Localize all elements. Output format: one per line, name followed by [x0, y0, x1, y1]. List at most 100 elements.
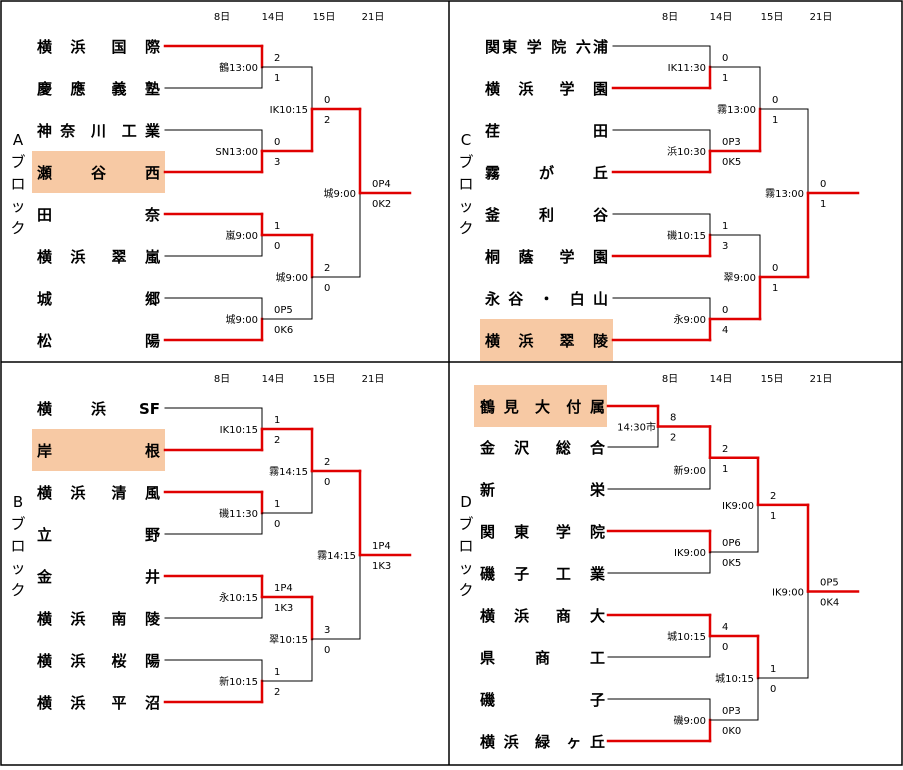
team-name-char: 院: [590, 523, 605, 541]
team-name-char: 国: [111, 38, 126, 56]
round-header: 8日: [214, 12, 230, 23]
block-label-char: ッ: [458, 559, 473, 577]
team-name-char: 県: [480, 649, 495, 667]
score-top: 1: [274, 499, 280, 510]
team-name-char: 横: [37, 248, 53, 266]
team-name-char: 浜: [70, 694, 85, 712]
match-venue: 磯10:15: [667, 229, 706, 242]
score-top: 2: [324, 263, 330, 274]
score-top: 0: [722, 53, 728, 64]
match-venue: 新10:15: [219, 675, 258, 688]
score-top: 0P4: [372, 179, 391, 190]
score-top: 8: [670, 413, 676, 424]
team-name-char: 陽: [145, 332, 160, 350]
team-name-char: 霧: [485, 164, 501, 182]
team-name-char: 属: [590, 398, 605, 416]
team-name-char: 利: [539, 206, 554, 224]
team-name-char: 工: [556, 565, 571, 583]
team-name-char: が: [539, 164, 555, 182]
match-venue: 霧14:15: [317, 550, 356, 562]
match-venue: IK9:00: [722, 501, 754, 512]
score-top: 0: [772, 95, 778, 106]
score-bottom: 0: [324, 477, 330, 488]
score-bottom: 2: [274, 687, 280, 698]
block-label-char: ッ: [458, 197, 473, 215]
block-label-char: ク: [458, 581, 473, 599]
bracket-lines-0: 横浜国際慶應義塾神奈川工業瀬谷西田奈横浜翠嵐城郷松陽鶴13:0021SN13:0…: [32, 38, 412, 350]
round-header: 15日: [313, 374, 336, 385]
round-header: 15日: [313, 12, 336, 23]
match-venue: 霧14:15: [269, 466, 308, 478]
score-top: 2: [722, 444, 728, 455]
team-name-char: 川: [90, 122, 106, 140]
score-bottom: 1: [772, 115, 778, 126]
match-venue: IK10:15: [220, 425, 258, 436]
team-name-char: 業: [144, 122, 161, 140]
team-name-char: 沢: [514, 439, 530, 457]
team-name-char: 横: [485, 80, 501, 98]
match-venue: 翠9:00: [724, 272, 756, 284]
team-name-char: 関: [480, 523, 495, 541]
team-name-char: 翠: [111, 248, 126, 266]
team-name-char: 東: [514, 523, 529, 541]
score-bottom: 3: [274, 157, 280, 168]
team-name-char: 井: [145, 568, 160, 586]
round-header: 14日: [262, 374, 285, 385]
team-name-char: 義: [111, 80, 126, 98]
round-header: 14日: [262, 12, 285, 23]
team-name-char: 浜: [70, 610, 85, 628]
team-name-char: 翠: [559, 332, 574, 350]
team-name-char: 陽: [145, 652, 160, 670]
team-name-char: 学: [559, 80, 574, 98]
team-name-char: 横: [480, 733, 496, 751]
round-header: 8日: [214, 374, 230, 385]
block-label-char: ロ: [458, 537, 473, 555]
team-name-char: 陵: [145, 610, 161, 628]
team-name-char: 横: [37, 38, 53, 56]
team-name-char: 岸: [37, 442, 52, 460]
score-bottom: 1K3: [372, 561, 391, 572]
team-name-char: ・: [539, 290, 554, 308]
match-venue: IK9:00: [674, 548, 706, 559]
team-name-char: 院: [551, 38, 566, 56]
match-venue: 鶴13:00: [219, 61, 258, 74]
team-name-char: 白: [570, 290, 585, 308]
score-bottom: 1: [770, 511, 776, 522]
score-top: 1P4: [274, 583, 293, 594]
team-name-char: 丘: [590, 733, 605, 751]
team-name-char: 商: [556, 607, 571, 625]
block-label-char: D: [460, 493, 472, 511]
block-label-char: ク: [10, 219, 25, 237]
team-name-char: 商: [535, 649, 550, 667]
score-bottom: 0K5: [722, 157, 741, 168]
score-top: 4: [722, 622, 728, 633]
match-venue: 浜10:30: [667, 146, 706, 158]
match-venue: 城10:15: [715, 673, 754, 685]
score-bottom: 2: [670, 433, 676, 444]
round-header: 21日: [810, 374, 833, 385]
score-top: 0P5: [274, 305, 293, 316]
block-label-char: C: [461, 131, 471, 149]
team-name-char: 栄: [589, 481, 606, 499]
team-name-char: 総: [556, 439, 571, 457]
team-name-char: 学: [556, 523, 571, 541]
round-header: 14日: [710, 374, 733, 385]
match-venue: 新9:00: [674, 464, 706, 477]
score-top: 0P6: [722, 538, 741, 549]
round-header: 21日: [362, 374, 385, 385]
team-name-char: 清: [111, 484, 126, 502]
team-name-char: 磯: [480, 565, 495, 583]
team-name-char: 蔭: [518, 248, 534, 266]
team-name-char: 沼: [145, 694, 160, 712]
team-name-char: 根: [145, 442, 160, 460]
team-name-char: 関: [485, 38, 500, 56]
team-name-char: 南: [111, 610, 126, 628]
team-name-char: 園: [593, 80, 608, 98]
team-name-char: 横: [37, 694, 53, 712]
match-venue: 磯9:00: [674, 714, 706, 727]
score-bottom: 0K2: [372, 199, 391, 210]
team-name-char: 大: [535, 398, 550, 416]
block-label-char: ロ: [10, 537, 25, 555]
block-label-char: ッ: [10, 197, 25, 215]
